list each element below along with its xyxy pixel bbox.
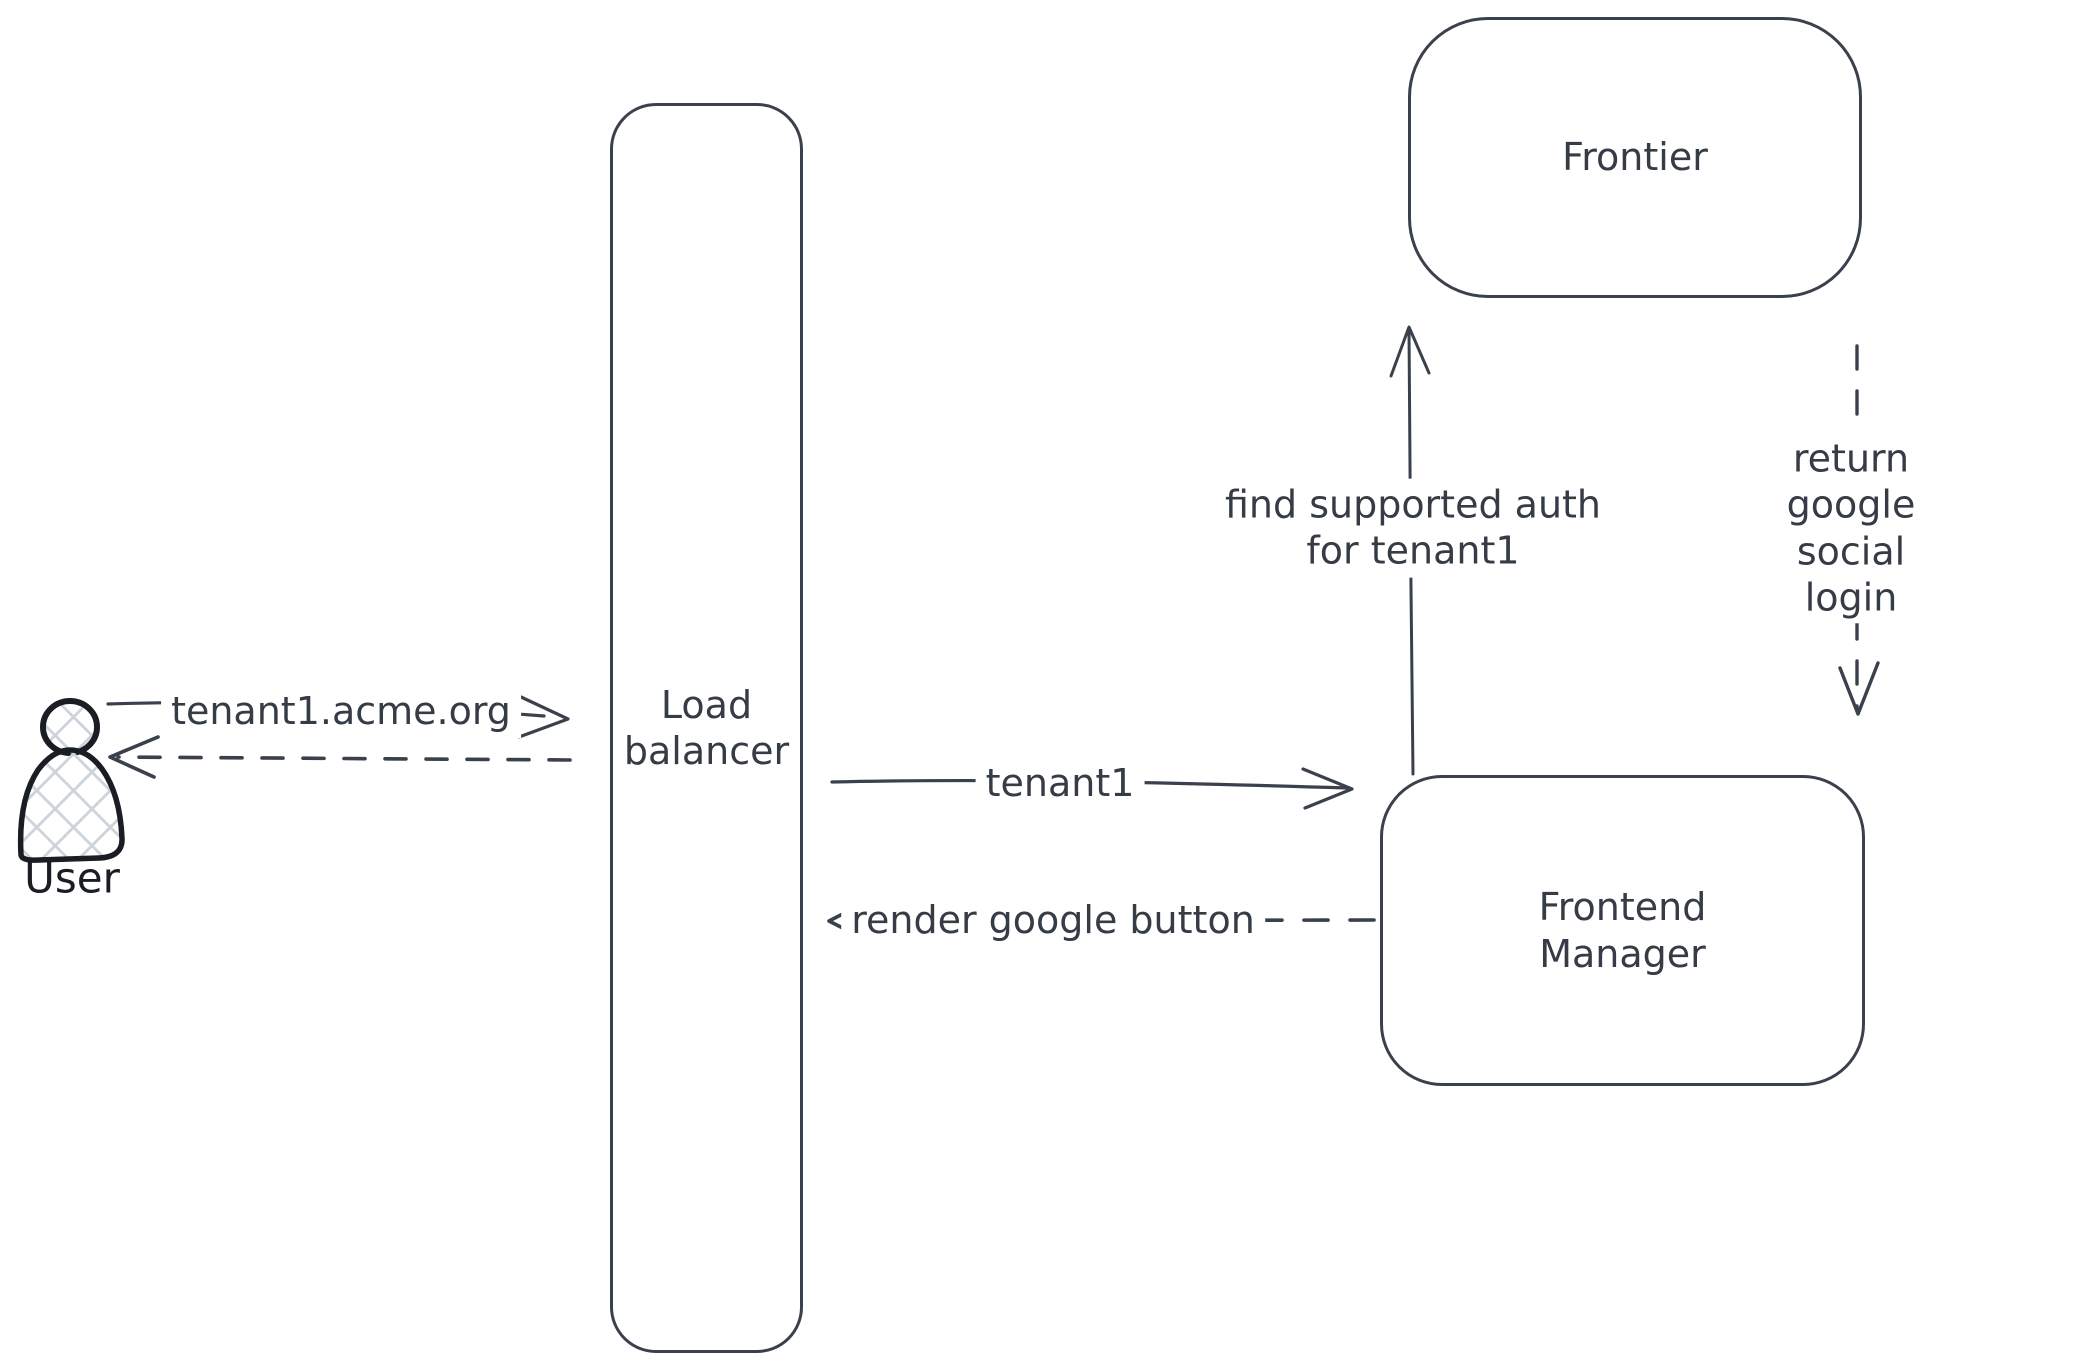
- message-label-return-google-social-login-line1: return google social: [1786, 436, 1916, 573]
- message-label-tenant1: tenant1: [975, 758, 1145, 810]
- message-label-find-supported-auth-line2: for tenant1: [1306, 529, 1520, 573]
- arrow-lb-to-user-head: [108, 735, 160, 779]
- arrow-fm-to-frontier-head: [1389, 325, 1431, 378]
- arrow-lb-to-user: [108, 735, 572, 779]
- arrow-lb-to-user-shaft: [116, 755, 572, 762]
- frontier-label: Frontier: [1562, 135, 1708, 180]
- message-label-render-google-button: render google button: [841, 895, 1265, 947]
- message-label-tenant1-acme-org: tenant1.acme.org: [161, 686, 521, 738]
- message-label-return-google-social-login: return google social login: [1735, 432, 1967, 624]
- frontend-manager-label: Frontend Manager: [1538, 885, 1707, 976]
- user-head: [40, 698, 100, 756]
- user-icon: [17, 698, 125, 863]
- node-frontend-manager: Frontend Manager: [1380, 775, 1865, 1086]
- user-body: [17, 747, 125, 863]
- message-label-return-google-social-login-line2: login: [1804, 575, 1898, 620]
- arrow-lb-to-fm-head: [1301, 767, 1354, 810]
- message-label-find-supported-auth-line1: find supported auth: [1224, 482, 1602, 527]
- load-balancer-label: Load balancer: [623, 682, 790, 773]
- node-load-balancer: Load balancer: [610, 103, 803, 1353]
- arrow-frontier-to-fm-head: [1838, 661, 1880, 716]
- message-label-find-supported-auth: find supported auth for tenant1: [1214, 478, 1612, 578]
- user-label: User: [24, 853, 120, 903]
- arrow-user-to-lb-head: [517, 695, 570, 739]
- node-frontier: Frontier: [1408, 17, 1862, 298]
